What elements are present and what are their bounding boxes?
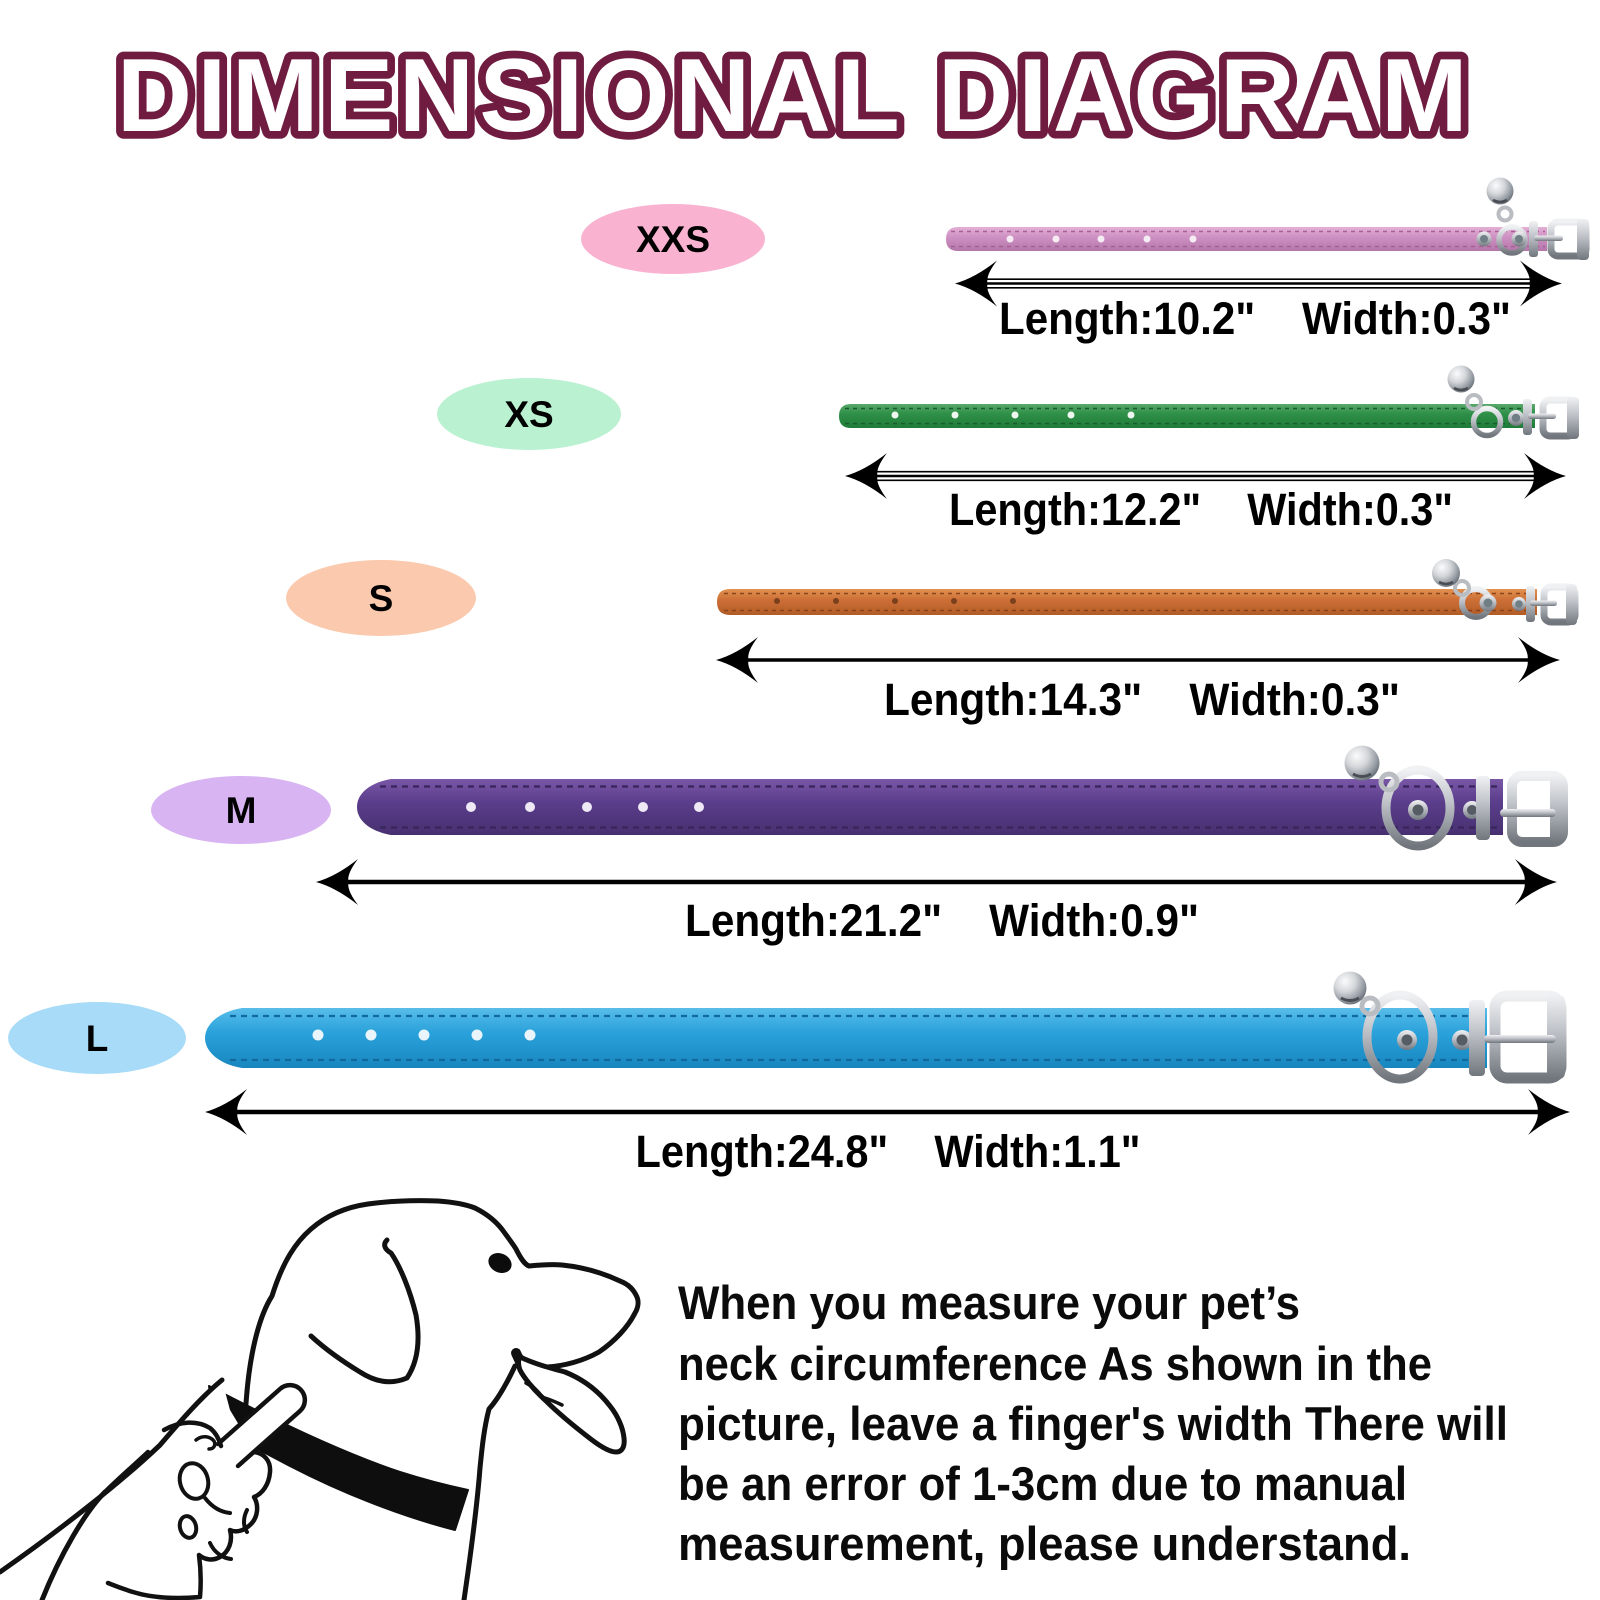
svg-text:XXS: XXS bbox=[636, 219, 710, 260]
svg-text:M: M bbox=[226, 790, 257, 831]
svg-text:picture, leave a finger's widt: picture, leave a finger's width There wi… bbox=[678, 1397, 1508, 1450]
svg-text:neck circumference As shown in: neck circumference As shown in the bbox=[678, 1337, 1432, 1390]
svg-text:S: S bbox=[369, 578, 394, 619]
svg-text:Length:14.3" Width:0.3": Length:14.3" Width:0.3" bbox=[884, 674, 1400, 725]
svg-text:Length:24.8" Width:1.1": Length:24.8" Width:1.1" bbox=[636, 1126, 1141, 1177]
svg-text:be an error of 1-3cm due to ma: be an error of 1-3cm due to manual bbox=[678, 1457, 1407, 1510]
svg-text:L: L bbox=[86, 1018, 109, 1059]
svg-text:When you measure your pet’s: When you measure your pet’s bbox=[678, 1276, 1300, 1329]
svg-text:Length:10.2" Width:0.3": Length:10.2" Width:0.3" bbox=[999, 293, 1511, 344]
svg-text:Length:21.2" Width:0.9": Length:21.2" Width:0.9" bbox=[685, 895, 1199, 946]
svg-text:DIMENSIONAL DIAGRAM: DIMENSIONAL DIAGRAM bbox=[117, 38, 1473, 154]
svg-text:measurement, please understand: measurement, please understand. bbox=[678, 1517, 1411, 1570]
svg-text:Length:12.2" Width:0.3": Length:12.2" Width:0.3" bbox=[949, 484, 1453, 535]
svg-text:XS: XS bbox=[504, 394, 553, 435]
